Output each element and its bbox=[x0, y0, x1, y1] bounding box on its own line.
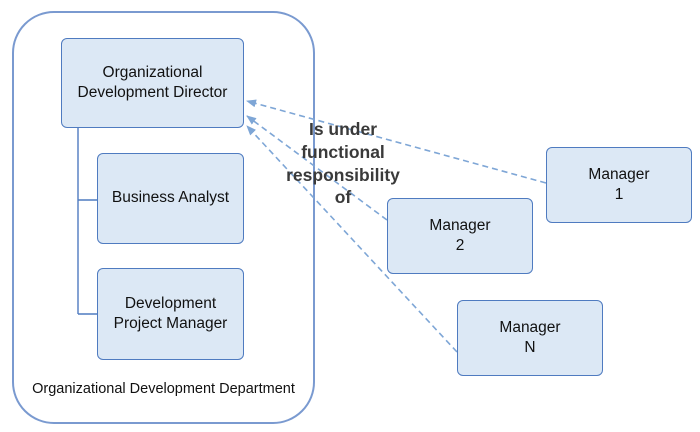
manager-1-label: Manager 1 bbox=[588, 165, 650, 203]
manager-2-box: Manager 2 bbox=[387, 198, 533, 274]
manager-n-label: Manager N bbox=[499, 318, 561, 356]
manager-1-box: Manager 1 bbox=[546, 147, 692, 223]
manager-2-label: Manager 2 bbox=[429, 216, 491, 254]
arrow-manager-2-to-director bbox=[246, 115, 388, 221]
project-manager-label: Development Project Manager bbox=[113, 294, 228, 332]
business-analyst-box: Business Analyst bbox=[97, 153, 244, 244]
manager-n-box: Manager N bbox=[457, 300, 603, 376]
arrow-manager-1-to-director bbox=[246, 99, 547, 184]
relation-label: Is under functional responsibility of bbox=[286, 119, 400, 208]
department-container bbox=[12, 11, 315, 424]
director-box: Organizational Development Director bbox=[61, 38, 244, 128]
business-analyst-label: Business Analyst bbox=[111, 189, 230, 207]
arrow-manager-n-to-director bbox=[246, 125, 458, 353]
project-manager-box: Development Project Manager bbox=[97, 268, 244, 360]
hierarchy-connector bbox=[77, 128, 97, 315]
director-label: Organizational Development Director bbox=[77, 63, 228, 101]
department-label: Organizational Development Department bbox=[32, 381, 295, 397]
